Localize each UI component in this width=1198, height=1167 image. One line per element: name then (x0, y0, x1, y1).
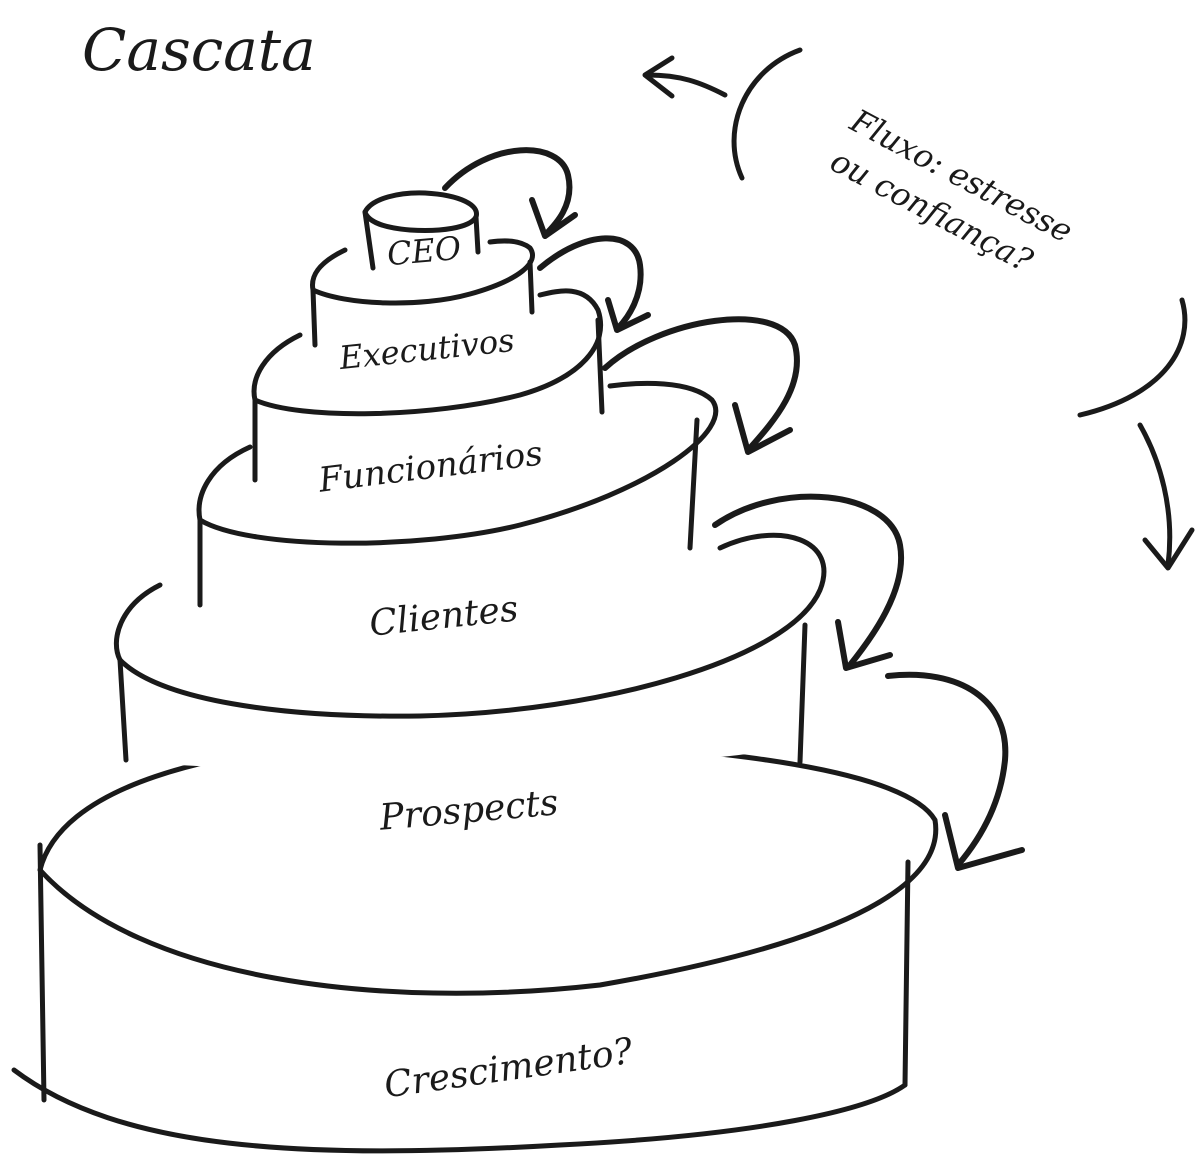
curved-arrow-icon (1137, 422, 1195, 571)
curved-arrow-icon (642, 55, 728, 99)
tier-label-prospects: Prospects (377, 782, 560, 839)
diagram-title: Cascata (82, 16, 316, 84)
curved-arrow-icon (442, 147, 578, 239)
tier-executivos: Executivos (309, 238, 535, 377)
curved-arrow-icon (537, 235, 651, 333)
tier-clientes: Clientes (196, 380, 719, 645)
tier-label-clientes: Clientes (367, 588, 520, 644)
curved-arrow-icon (602, 316, 800, 455)
tier-label-funcionarios: Funcionários (316, 434, 545, 501)
curved-arrow-icon (712, 493, 905, 671)
bracket-icon (731, 47, 1188, 418)
tier-ceo: CEO (362, 190, 481, 273)
tier-label-ceo: CEO (385, 229, 462, 273)
tier-funcionarios: Funcionários (251, 288, 605, 501)
curved-arrow-icon (885, 671, 1025, 871)
tier-label-executivos: Executivos (336, 321, 516, 377)
